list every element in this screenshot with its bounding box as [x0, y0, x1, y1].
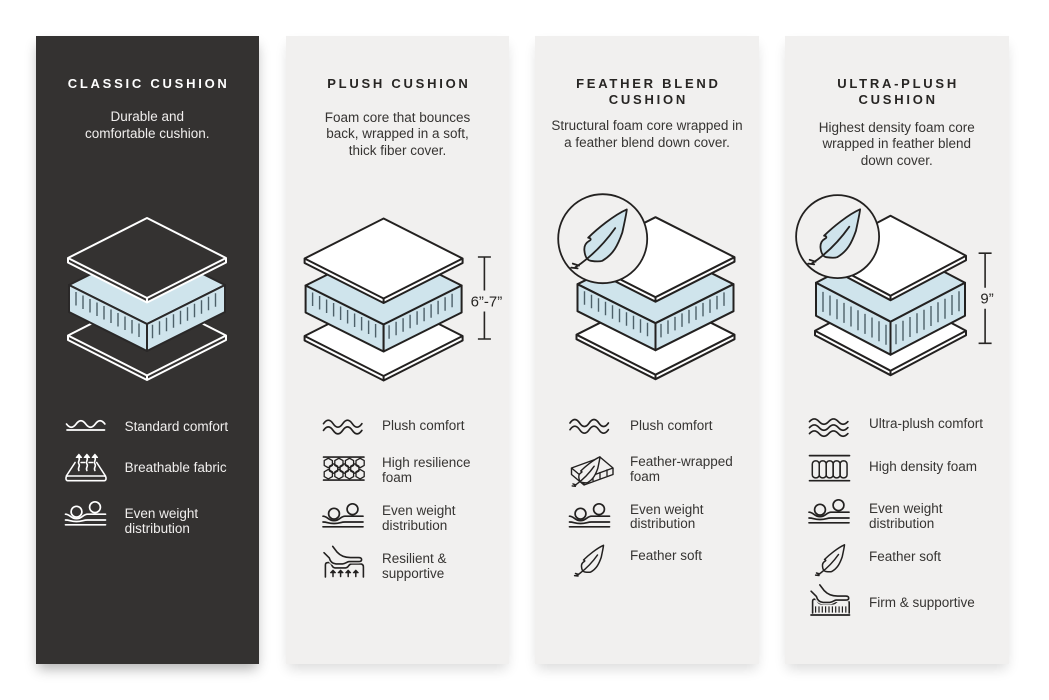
svg-text:6”-7”: 6”-7” [471, 293, 503, 310]
svg-text:9”: 9” [980, 291, 993, 308]
